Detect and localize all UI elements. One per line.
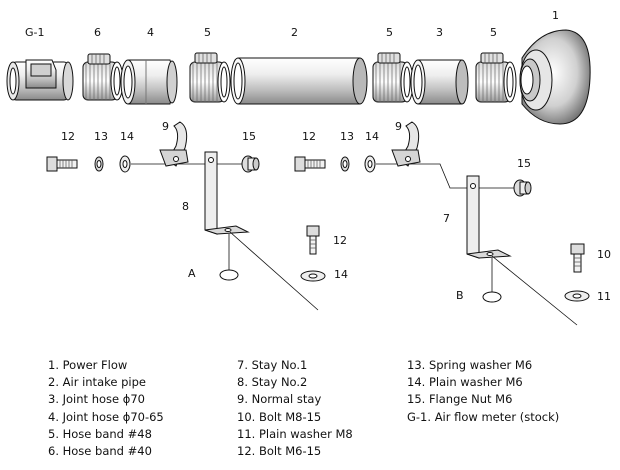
callout-12: 12 bbox=[61, 130, 75, 143]
callout-14: 14 bbox=[365, 130, 379, 143]
parts-diagram: G-1 6 4 5 2 5 3 5 1 bbox=[6, 9, 611, 326]
legend-item: 12. Bolt M6-15 bbox=[237, 444, 322, 459]
bolt-m6-15 bbox=[294, 156, 326, 172]
callout-6: 6 bbox=[94, 26, 101, 39]
label-a: A bbox=[188, 267, 196, 280]
mount-hole-b bbox=[482, 291, 502, 303]
plain-washer-m6 bbox=[300, 270, 326, 282]
callout-11: 11 bbox=[597, 290, 611, 303]
plain-washer-m8 bbox=[564, 290, 590, 302]
callout-12: 12 bbox=[302, 130, 316, 143]
flange-nut-m6 bbox=[513, 179, 532, 197]
callout-5: 5 bbox=[204, 26, 211, 39]
plain-washer-m6 bbox=[119, 155, 131, 173]
legend-item: 8. Stay No.2 bbox=[237, 375, 308, 390]
callout-g1: G-1 bbox=[25, 26, 45, 39]
legend-item: 7. Stay No.1 bbox=[237, 358, 308, 372]
hose-band-40 bbox=[82, 53, 124, 101]
label-b: B bbox=[456, 289, 464, 302]
stay-no1 bbox=[466, 175, 512, 259]
normal-stay bbox=[391, 121, 421, 167]
air-intake-pipe bbox=[230, 57, 368, 105]
legend-item: 11. Plain washer M8 bbox=[237, 426, 353, 441]
assembly-axis-line bbox=[491, 255, 578, 326]
bolt-m8-15 bbox=[570, 243, 585, 273]
legend-column-1: 1. Power Flow 2. Air intake pipe 3. Join… bbox=[48, 357, 164, 460]
callout-2: 2 bbox=[291, 26, 298, 39]
legend-item: 9. Normal stay bbox=[237, 392, 322, 407]
assembly-axis-line bbox=[229, 231, 319, 311]
callout-9: 9 bbox=[162, 120, 169, 133]
legend-item: 5. Hose band #48 bbox=[48, 426, 152, 441]
legend-item: 6. Hose band #40 bbox=[48, 444, 152, 459]
mount-hole-a bbox=[219, 269, 239, 281]
spring-washer-m6 bbox=[94, 156, 104, 172]
callout-13: 13 bbox=[340, 130, 354, 143]
callout-5: 5 bbox=[490, 26, 497, 39]
hose-band-48 bbox=[475, 52, 517, 103]
callout-14: 14 bbox=[334, 268, 348, 281]
callout-12: 12 bbox=[333, 234, 347, 247]
callout-4: 4 bbox=[147, 26, 154, 39]
callout-7: 7 bbox=[443, 212, 450, 225]
callout-15: 15 bbox=[517, 157, 531, 170]
joint-hose-70 bbox=[410, 59, 469, 105]
spring-washer-m6 bbox=[340, 156, 350, 172]
legend-item: 1. Power Flow bbox=[48, 358, 128, 372]
legend-column-2: 7. Stay No.1 8. Stay No.2 9. Normal stay… bbox=[237, 357, 353, 460]
legend-item: 15. Flange Nut M6 bbox=[407, 392, 513, 407]
legend-item: 3. Joint hose ϕ70 bbox=[48, 392, 145, 407]
callout-3: 3 bbox=[436, 26, 443, 39]
callout-10: 10 bbox=[597, 248, 611, 261]
callout-5: 5 bbox=[386, 26, 393, 39]
flange-nut-m6 bbox=[241, 155, 260, 173]
callout-8: 8 bbox=[182, 200, 189, 213]
callout-15: 15 bbox=[242, 130, 256, 143]
legend-item: 10. Bolt M8-15 bbox=[237, 409, 322, 424]
hose-band-48 bbox=[372, 52, 414, 103]
stay-no2 bbox=[204, 151, 250, 235]
callout-13: 13 bbox=[94, 130, 108, 143]
legend-item: 4. Joint hose ϕ70-65 bbox=[48, 409, 164, 424]
power-flow-funnel bbox=[519, 29, 591, 125]
callout-9: 9 bbox=[395, 120, 402, 133]
legend-column-3: 13. Spring washer M6 14. Plain washer M6… bbox=[407, 357, 559, 426]
legend-item: 2. Air intake pipe bbox=[48, 375, 146, 390]
plain-washer-m6 bbox=[364, 155, 376, 173]
bolt-m6-15 bbox=[306, 225, 320, 255]
legend-item: 13. Spring washer M6 bbox=[407, 358, 533, 372]
legend-item: G-1. Air flow meter (stock) bbox=[407, 409, 560, 424]
air-flow-meter bbox=[6, 59, 74, 101]
hose-band-48 bbox=[189, 52, 231, 103]
callout-1: 1 bbox=[552, 9, 559, 22]
assembly-axis-line bbox=[376, 163, 520, 189]
bolt-m6-15 bbox=[46, 156, 78, 172]
callout-14: 14 bbox=[120, 130, 134, 143]
joint-hose-70-65 bbox=[120, 59, 178, 105]
normal-stay bbox=[159, 121, 189, 167]
legend-item: 14. Plain washer M6 bbox=[407, 375, 523, 390]
